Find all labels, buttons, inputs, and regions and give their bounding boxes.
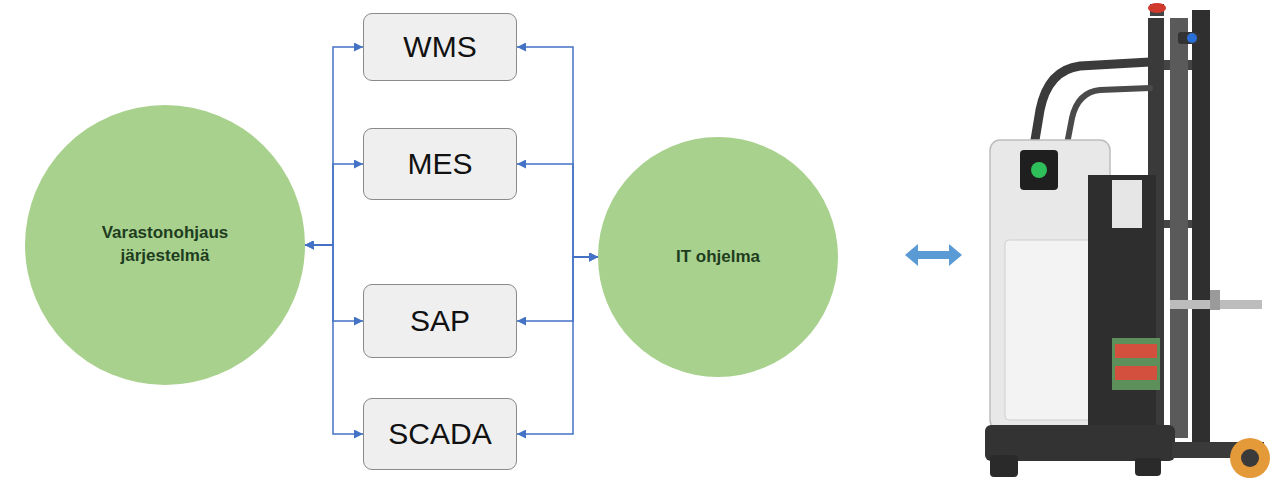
circle-outline [25,105,305,385]
box-label: MES [407,147,472,181]
system-box: SCADA [363,398,517,470]
system-box: SAP [363,284,517,358]
forklift [985,3,1270,478]
connector-arrow [517,257,598,321]
connector-arrow [517,257,598,434]
box-label: SCADA [388,417,491,451]
connector-arrow [305,245,363,434]
box-label: SAP [410,304,470,338]
connector-arrow [305,245,363,321]
circle-label: Varastonohjaus järjestelmä [78,222,252,268]
program-circle: IT ohjelma [598,137,838,377]
connector-arrow [517,164,598,257]
connector-arrow [517,47,598,257]
system-box: MES [363,128,517,200]
box-label: WMS [403,30,476,64]
system-box: WMS [363,13,517,81]
double-arrow [905,244,962,266]
connector-arrow [305,164,363,245]
system-circle: Varastonohjaus järjestelmä [25,105,305,385]
circle-label: IT ohjelma [676,246,760,269]
connector-arrow [305,47,363,245]
